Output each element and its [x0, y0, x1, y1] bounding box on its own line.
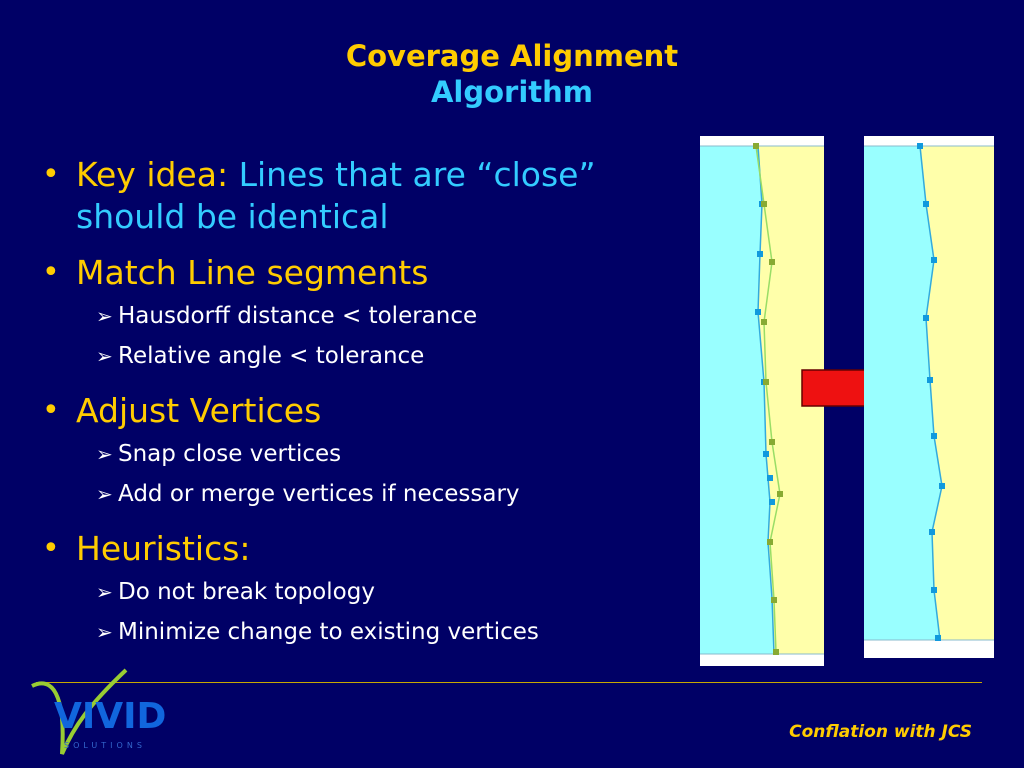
sub-bullet: ➢Hausdorff distance < tolerance [76, 296, 680, 336]
bullet-adjust-vertices: • Adjust Vertices ➢Snap close vertices ➢… [40, 390, 680, 514]
bullet-list: • Key idea: Lines that are “close” shoul… [40, 154, 680, 666]
sub-bullet-text: Do not break topology [118, 579, 375, 605]
arrow-bullet-icon: ➢ [96, 482, 113, 506]
bullet-key-idea: • Key idea: Lines that are “close” shoul… [40, 154, 680, 238]
sub-bullet-list: ➢Snap close vertices ➢Add or merge verti… [76, 434, 680, 514]
alignment-illustration [700, 136, 994, 666]
sub-bullet-text: Snap close vertices [118, 441, 342, 467]
slide-title: Coverage Alignment Algorithm [0, 38, 1024, 110]
sub-bullet: ➢Snap close vertices [76, 434, 680, 474]
title-line-1: Coverage Alignment [345, 39, 679, 73]
bullet-text: Lines that are “close” should be identic… [76, 155, 596, 236]
arrow-bullet-icon: ➢ [96, 620, 113, 644]
sub-bullet-list: ➢Hausdorff distance < tolerance ➢Relativ… [76, 296, 680, 376]
arrow-bullet-icon: ➢ [96, 344, 113, 368]
footer-divider [36, 682, 982, 683]
after-panel [864, 136, 994, 658]
svg-text:SOLUTIONS: SOLUTIONS [64, 741, 146, 750]
title-line-2: Algorithm [430, 75, 594, 109]
arrow-bullet-icon: ➢ [96, 580, 113, 604]
sub-bullet-list: ➢Do not break topology ➢Minimize change … [76, 572, 680, 652]
sub-bullet: ➢Do not break topology [76, 572, 680, 612]
bullet-dot-icon: • [42, 531, 60, 566]
sub-bullet-text: Add or merge vertices if necessary [118, 481, 520, 507]
sub-bullet-text: Relative angle < tolerance [118, 343, 425, 369]
sub-bullet: ➢Relative angle < tolerance [76, 336, 680, 376]
vivid-logo: VIVID SOLUTIONS [31, 668, 166, 755]
arrow-bullet-icon: ➢ [96, 442, 113, 466]
footer-text: Conflation with JCS [789, 722, 972, 742]
bullet-key: Heuristics: [76, 529, 251, 568]
bullet-dot-icon: • [42, 393, 60, 428]
arrow-bullet-icon: ➢ [96, 304, 113, 328]
bullet-key: Adjust Vertices [76, 391, 322, 430]
sub-bullet: ➢Add or merge vertices if necessary [76, 474, 680, 514]
bullet-dot-icon: • [42, 157, 60, 192]
bullet-heuristics: • Heuristics: ➢Do not break topology ➢Mi… [40, 528, 680, 652]
sub-bullet: ➢Minimize change to existing vertices [76, 612, 680, 652]
bullet-dot-icon: • [42, 255, 60, 290]
sub-bullet-text: Minimize change to existing vertices [118, 619, 539, 645]
bullet-match-line-segments: • Match Line segments ➢Hausdorff distanc… [40, 252, 680, 376]
svg-text:VIVID: VIVID [54, 696, 166, 737]
bullet-key: Key idea: [76, 155, 229, 194]
sub-bullet-text: Hausdorff distance < tolerance [118, 303, 478, 329]
bullet-key: Match Line segments [76, 253, 429, 292]
